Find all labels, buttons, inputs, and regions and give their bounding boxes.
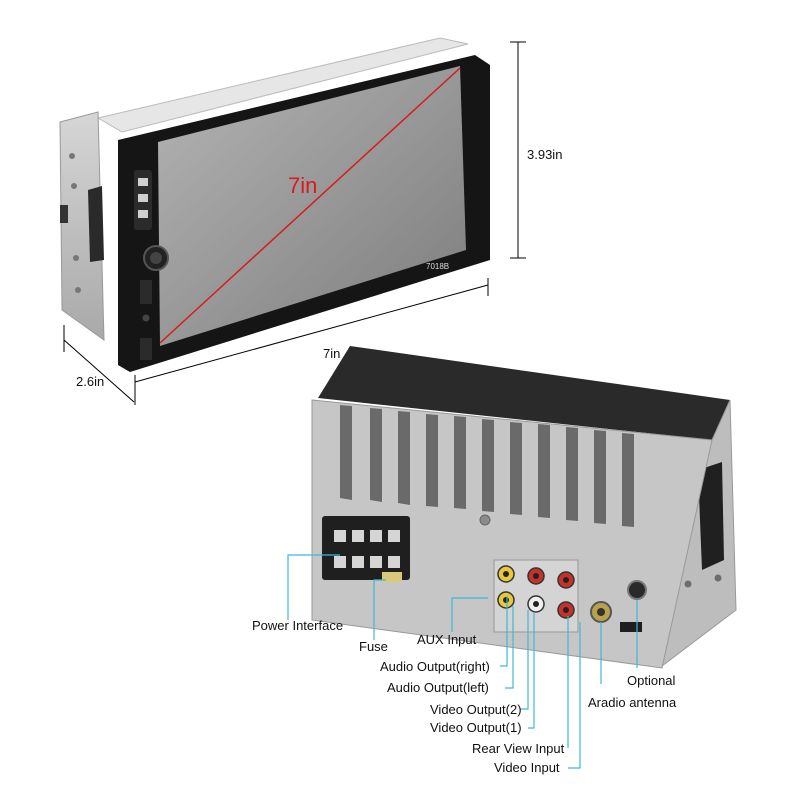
callout-optional: Optional (627, 673, 676, 688)
depth-dimension-label: 2.6in (76, 374, 105, 389)
width-dimension-label: 7in (323, 346, 341, 361)
callout-power-interface: Power Interface (252, 618, 344, 633)
callout-radio-antenna: Aradio antenna (588, 695, 677, 710)
dimension-lines (63, 41, 526, 405)
callout-rear-view-input: Rear View Input (472, 741, 565, 756)
front-housing-top (96, 37, 469, 133)
model-badge: 7018B (426, 262, 450, 271)
usb-slot (140, 338, 152, 360)
fuse-body (382, 572, 402, 582)
screen-diagonal-line (159, 67, 461, 344)
rear-unit (311, 346, 737, 669)
callout-video-input: Video Input (494, 760, 560, 775)
height-dimension-label: 3.93in (527, 147, 563, 162)
front-bracket (88, 186, 104, 262)
front-unit (59, 37, 526, 405)
callout-lines (287, 554, 638, 769)
callout-audio-output-left: Audio Output(left) (387, 680, 489, 695)
screen-diagonal-label: 7in (288, 173, 318, 198)
callout-aux-input: AUX Input (417, 632, 477, 647)
callout-video-output-1: Video Output(1) (430, 720, 522, 735)
optional-port (627, 580, 647, 600)
callout-video-output-2: Video Output(2) (430, 702, 522, 717)
callout-fuse: Fuse (359, 639, 388, 654)
rca-jacks (497, 565, 575, 619)
rear-top-plate (318, 346, 730, 440)
sd-slot (140, 280, 152, 304)
front-screen (158, 66, 466, 346)
front-housing-side (59, 111, 105, 341)
rear-panel (311, 399, 713, 669)
heatsink-fins (340, 405, 634, 527)
power-connector (322, 516, 410, 580)
callout-audio-output-right: Audio Output(right) (380, 659, 490, 674)
